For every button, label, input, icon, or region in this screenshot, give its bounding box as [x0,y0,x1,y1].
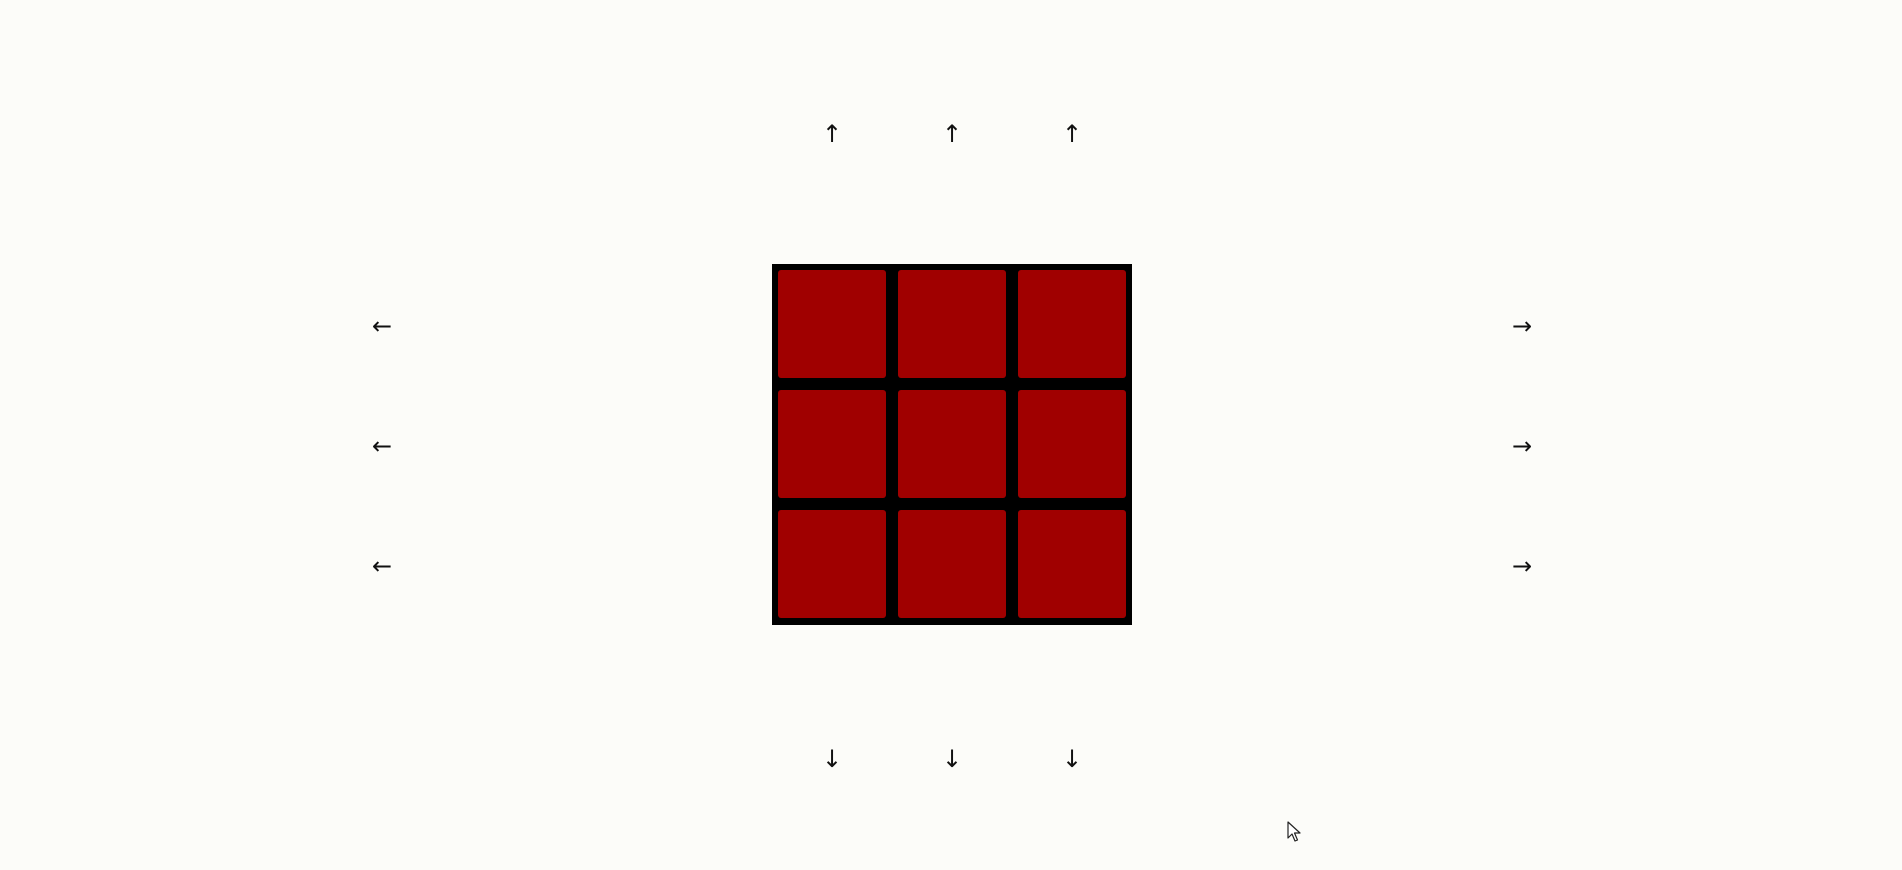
puzzle-board [772,264,1132,625]
tile-r1-c2[interactable] [898,270,1006,378]
shift-column-2-up-arrow[interactable]: ↑ [941,120,963,148]
shift-column-3-down-arrow[interactable]: ↓ [1061,745,1083,773]
tile-r1-c1[interactable] [778,270,886,378]
shift-row-2-left-arrow[interactable]: ← [371,432,393,460]
tile-r3-c3[interactable] [1018,510,1126,618]
tile-r1-c3[interactable] [1018,270,1126,378]
shift-row-2-right-arrow[interactable]: → [1511,432,1533,460]
shift-row-3-right-arrow[interactable]: → [1511,552,1533,580]
shift-column-1-up-arrow[interactable]: ↑ [821,120,843,148]
shift-column-2-down-arrow[interactable]: ↓ [941,745,963,773]
shift-column-1-down-arrow[interactable]: ↓ [821,745,843,773]
tile-r3-c1[interactable] [778,510,886,618]
tile-r3-c2[interactable] [898,510,1006,618]
tile-r2-c3[interactable] [1018,390,1126,498]
shift-row-1-left-arrow[interactable]: ← [371,312,393,340]
shift-row-1-right-arrow[interactable]: → [1511,312,1533,340]
tile-r2-c2[interactable] [898,390,1006,498]
mouse-pointer-icon [1287,821,1301,842]
shift-column-3-up-arrow[interactable]: ↑ [1061,120,1083,148]
shift-row-3-left-arrow[interactable]: ← [371,552,393,580]
tile-r2-c1[interactable] [778,390,886,498]
